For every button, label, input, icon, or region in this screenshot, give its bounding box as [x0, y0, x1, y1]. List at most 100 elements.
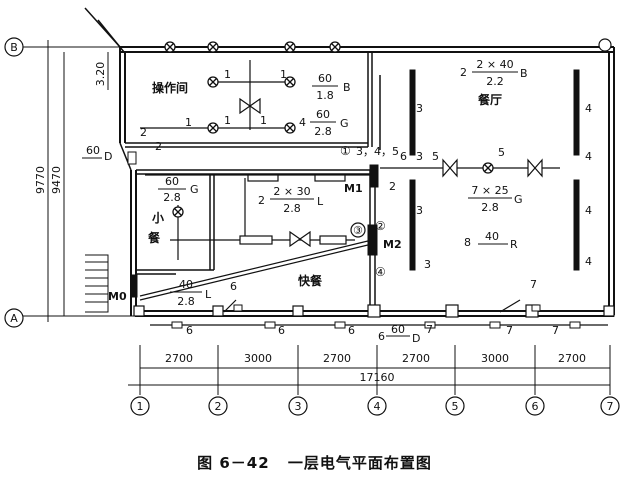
- ceiling-fans: [239, 97, 543, 248]
- figure-caption: 图 6－42 一层电气平面布置图: [0, 452, 629, 473]
- span-1-2: 2700: [165, 352, 193, 365]
- axis-bubbles: [4, 37, 620, 416]
- axis-7: 7: [607, 400, 614, 413]
- cn-4d: 4: [585, 255, 592, 268]
- axis-4: 4: [374, 400, 381, 413]
- fx-dining-bottom-num: 40: [485, 230, 499, 243]
- lamp-top-4: [329, 41, 341, 53]
- cn-6b: 6: [230, 280, 237, 293]
- circled-markers: [350, 38, 612, 238]
- fx-dining-mid-num: 7 × 25: [471, 184, 508, 197]
- fx-dining-top-den: 2.2: [486, 75, 504, 88]
- span-4-5: 2700: [402, 352, 430, 365]
- cn-3b: 3: [416, 150, 423, 163]
- fx-dining-bottom-prefix: 8: [464, 236, 471, 249]
- lamp-top-3: [284, 41, 296, 53]
- fx-dining-bottom-suffix: R: [510, 238, 518, 251]
- cn-6a: 6: [400, 150, 407, 163]
- fx-left-suffix: D: [104, 150, 112, 163]
- fx-dining-top-num: 2 × 40: [476, 58, 513, 71]
- fx-control-top-num: 60: [318, 72, 332, 85]
- fx-small-bottom-num: 40: [179, 278, 193, 291]
- room-small-bottom: 餐: [148, 230, 161, 245]
- lamp-control-4: [284, 122, 296, 134]
- cn-1a: 1: [224, 68, 231, 81]
- fx-control-top-suffix: B: [343, 81, 351, 94]
- axis-b: B: [10, 41, 18, 54]
- circ-3: ③: [353, 224, 363, 237]
- caption-title: 一层电气平面布置图: [287, 454, 432, 472]
- fan-dining-1: [442, 158, 458, 178]
- fx-dining-top-suffix: B: [520, 67, 528, 80]
- fan-fast-food: [289, 230, 311, 248]
- lamps: [164, 41, 494, 218]
- fx-bottom-prefix: 6: [378, 330, 385, 343]
- panel-m1: M1: [344, 182, 363, 195]
- span-3-4: 2700: [323, 352, 351, 365]
- fx-dining-mid-den: 2.8: [481, 201, 499, 214]
- cn-m1-right: 2: [389, 180, 396, 193]
- panel-m2: M2: [383, 238, 402, 251]
- fx-fast-top-prefix: 2: [258, 194, 265, 207]
- cn-1b: 1: [280, 68, 287, 81]
- cn-1e: 1: [260, 114, 267, 127]
- axis-1: 1: [137, 400, 144, 413]
- cn-4b: 4: [585, 150, 592, 163]
- outer-walls: [119, 46, 615, 317]
- span-5-6: 3000: [481, 352, 509, 365]
- dim-9770: 9770: [34, 166, 47, 194]
- labels: 1 2 3 4 5 6 7 A B 2700 3000 2700 2700 30…: [10, 41, 613, 413]
- cn-2a: 2: [140, 126, 147, 139]
- cn-4a: 4: [585, 102, 592, 115]
- cn-5a: 5: [432, 150, 439, 163]
- cn-1c: 1: [185, 116, 192, 129]
- fx-control-mid-prefix: 4: [299, 116, 306, 129]
- lamp-control-3: [207, 122, 219, 134]
- span-total: 17160: [360, 371, 395, 384]
- room-small-top: 小: [152, 210, 164, 225]
- fx-small-den: 2.8: [163, 191, 181, 204]
- cn-2b: 2: [155, 140, 162, 153]
- room-dining: 餐厅: [478, 92, 502, 107]
- lamp-top-1: [164, 41, 176, 53]
- axis-a: A: [10, 312, 18, 325]
- fx-bottom-num: 60: [391, 323, 405, 336]
- fx-small-bottom-den: 2.8: [177, 295, 195, 308]
- cn-1d: 1: [224, 114, 231, 127]
- cn-7c: 7: [552, 324, 559, 337]
- cn-6e: 6: [348, 324, 355, 337]
- cn-m1-group: 3，4，5: [356, 145, 399, 158]
- fx-bottom-suffix: D: [412, 332, 420, 345]
- cn-4c: 4: [585, 204, 592, 217]
- fx-control-mid-den: 2.8: [314, 125, 332, 138]
- fx-dining-top-prefix: 2: [460, 66, 467, 79]
- lamp-small-dining: [172, 206, 184, 218]
- cn-3a: 3: [416, 102, 423, 115]
- fx-control-mid-suffix: G: [340, 117, 349, 130]
- panel-m0: M0: [108, 290, 127, 303]
- axis-5: 5: [452, 400, 459, 413]
- circ-1: ①: [340, 144, 351, 158]
- fx-small-suffix: G: [190, 183, 199, 196]
- span-2-3: 3000: [244, 352, 272, 365]
- cn-6c: 6: [186, 324, 193, 337]
- fx-bottom-tail: 7: [426, 323, 433, 336]
- distribution-panels: [130, 164, 379, 298]
- circ-4: ④: [375, 265, 386, 279]
- circ-2: ②: [375, 219, 386, 233]
- cn-7a: 7: [530, 278, 537, 291]
- dining-fluorescent-bars: [409, 69, 580, 271]
- cn-5b: 5: [498, 146, 505, 159]
- fx-fast-top-suffix: L: [317, 195, 324, 208]
- lamp-dining-center: [482, 162, 494, 174]
- axis-6: 6: [532, 400, 539, 413]
- staircase: [85, 254, 109, 313]
- dimension-lines: [20, 40, 611, 395]
- span-6-7: 2700: [558, 352, 586, 365]
- dim-9470: 9470: [50, 166, 63, 194]
- fx-dining-mid-suffix: G: [514, 193, 523, 206]
- fx-left-num: 60: [86, 144, 100, 157]
- fan-dining-2: [527, 158, 543, 178]
